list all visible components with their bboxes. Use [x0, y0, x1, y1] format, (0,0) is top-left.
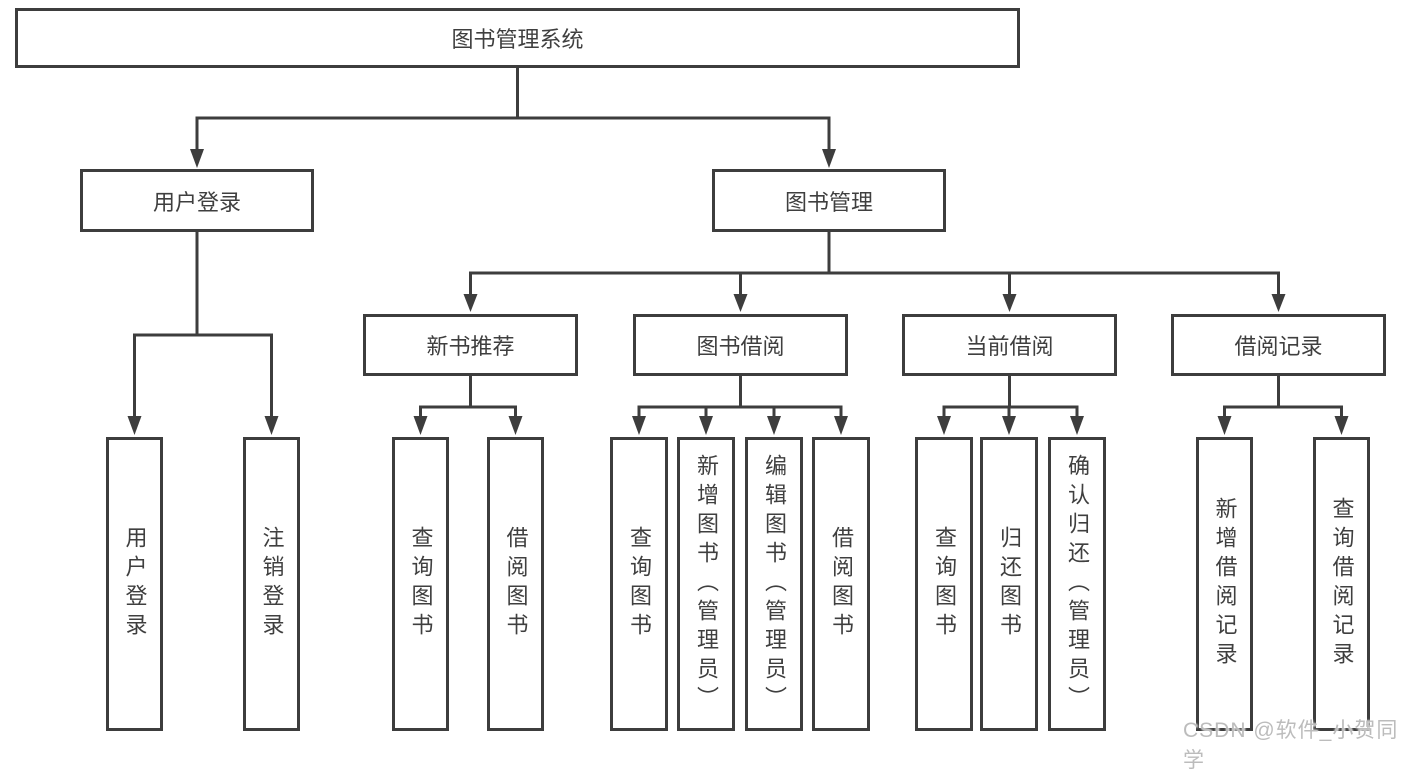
- leaf-borrow-borrow-book-label: 借阅图书: [829, 526, 854, 642]
- leaf-borrow-edit-book-admin-label: 编辑图书（管理员）: [762, 453, 787, 715]
- leaf-current-query-book-label: 查询图书: [932, 526, 957, 642]
- leaf-recommend-borrow-book-label: 借阅图书: [503, 526, 529, 642]
- leaf-logout-label: 注销登录: [259, 526, 285, 642]
- node-book-management: 图书管理: [712, 169, 946, 232]
- leaf-records-add-record-label: 新增借阅记录: [1212, 497, 1238, 671]
- connector-lines: [127, 68, 1349, 435]
- leaf-current-query-book: 查询图书: [915, 437, 973, 731]
- node-library-system: 图书管理系统: [15, 8, 1020, 68]
- leaf-current-return-book: 归还图书: [980, 437, 1038, 731]
- leaf-records-query-record: 查询借阅记录: [1313, 437, 1370, 731]
- node-current-borrowing: 当前借阅: [902, 314, 1117, 376]
- diagram-canvas: 图书管理系统 用户登录 图书管理 新书推荐 图书借阅 当前借阅 借阅记录 用户登…: [15, 8, 1397, 772]
- leaf-records-add-record: 新增借阅记录: [1196, 437, 1253, 731]
- leaf-borrow-add-book-admin: 新增图书（管理员）: [677, 437, 735, 731]
- watermark-text: CSDN @软件_小贺同学: [1183, 719, 1399, 772]
- leaf-recommend-borrow-book: 借阅图书: [487, 437, 544, 731]
- node-borrowing-records: 借阅记录: [1171, 314, 1386, 376]
- leaf-recommend-query-book-label: 查询图书: [408, 526, 434, 642]
- leaf-borrow-query-book-label: 查询图书: [627, 526, 652, 642]
- leaf-user-login-label: 用户登录: [122, 526, 148, 642]
- node-new-book-recommend: 新书推荐: [363, 314, 578, 376]
- leaf-borrow-edit-book-admin: 编辑图书（管理员）: [745, 437, 803, 731]
- node-book-borrowing: 图书借阅: [633, 314, 848, 376]
- leaf-records-query-record-label: 查询借阅记录: [1329, 497, 1355, 671]
- leaf-borrow-add-book-admin-label: 新增图书（管理员）: [694, 453, 719, 715]
- leaf-current-return-book-label: 归还图书: [997, 526, 1022, 642]
- leaf-borrow-borrow-book: 借阅图书: [812, 437, 870, 731]
- leaf-borrow-query-book: 查询图书: [610, 437, 668, 731]
- leaf-current-confirm-return-admin: 确认归还（管理员）: [1048, 437, 1106, 731]
- leaf-current-confirm-return-admin-label: 确认归还（管理员）: [1065, 453, 1090, 715]
- leaf-user-login: 用户登录: [106, 437, 163, 731]
- node-user-login: 用户登录: [80, 169, 314, 232]
- leaf-logout: 注销登录: [243, 437, 300, 731]
- leaf-recommend-query-book: 查询图书: [392, 437, 449, 731]
